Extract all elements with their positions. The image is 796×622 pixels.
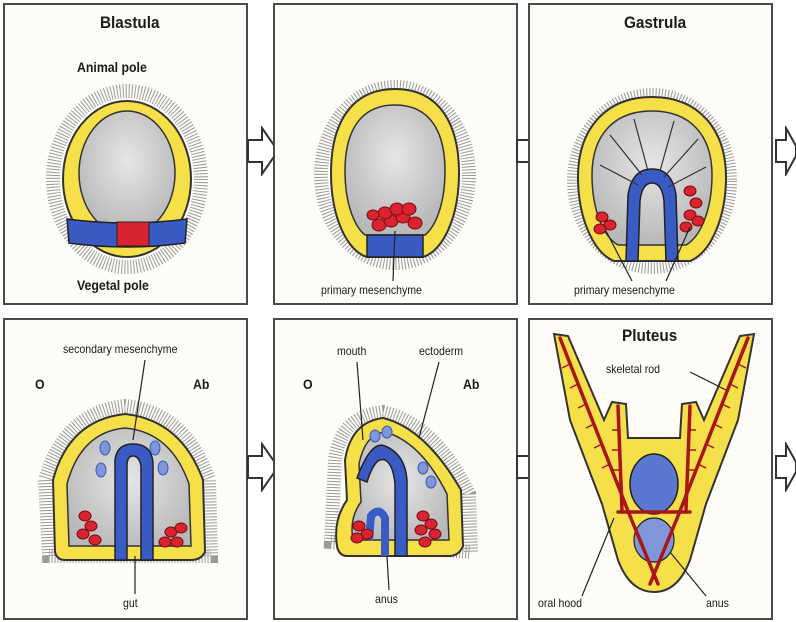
blastocoel — [79, 111, 175, 235]
late-prism-drawing — [275, 320, 518, 620]
oral-side-label: O — [303, 376, 313, 392]
aboral-side-label: Ab — [193, 376, 209, 392]
aboral-side-label: Ab — [463, 376, 479, 392]
panel-pluteus: Pluteus skeletal rod oral hood anus — [528, 318, 773, 620]
early-gastrula-drawing — [275, 5, 518, 305]
gastrula-drawing — [530, 5, 773, 305]
primary-mesenchyme-label: primary mesenchyme — [574, 283, 675, 297]
anus-label: anus — [706, 596, 729, 610]
panel-early-gastrula: primary mesenchyme — [273, 3, 518, 305]
pluteus-title: Pluteus — [622, 326, 677, 346]
panel-prism: secondary mesenchyme O Ab gut — [3, 318, 248, 620]
ectoderm-label: ectoderm — [419, 344, 463, 358]
oral-side-label: O — [35, 376, 45, 392]
mouth-label: mouth — [337, 344, 366, 358]
oral-hood-label: oral hood — [538, 596, 582, 610]
arrow-right-icon — [774, 442, 796, 492]
stomach — [630, 454, 678, 514]
prism-drawing — [5, 320, 248, 620]
vegetal-pole-label: Vegetal pole — [77, 277, 149, 293]
gastrula-title: Gastrula — [624, 13, 686, 33]
blastula-title: Blastula — [100, 13, 160, 33]
panel-late-prism: mouth ectoderm O Ab anus — [273, 318, 518, 620]
skeletal-rod-label: skeletal rod — [606, 362, 660, 376]
animal-pole-label: Animal pole — [77, 59, 147, 75]
primary-mesenchyme-label: primary mesenchyme — [321, 283, 422, 297]
arrow-right-icon — [774, 126, 796, 176]
micromeres — [117, 222, 149, 246]
anus-label: anus — [375, 592, 398, 606]
panel-blastula: Blastula Animal pole Vegetal pole — [3, 3, 248, 305]
blastula-drawing — [5, 5, 248, 305]
panel-gastrula: Gastrula primary mesenchyme — [528, 3, 773, 305]
gut-label: gut — [123, 596, 138, 610]
secondary-mesenchyme-label: secondary mesenchyme — [63, 342, 177, 356]
